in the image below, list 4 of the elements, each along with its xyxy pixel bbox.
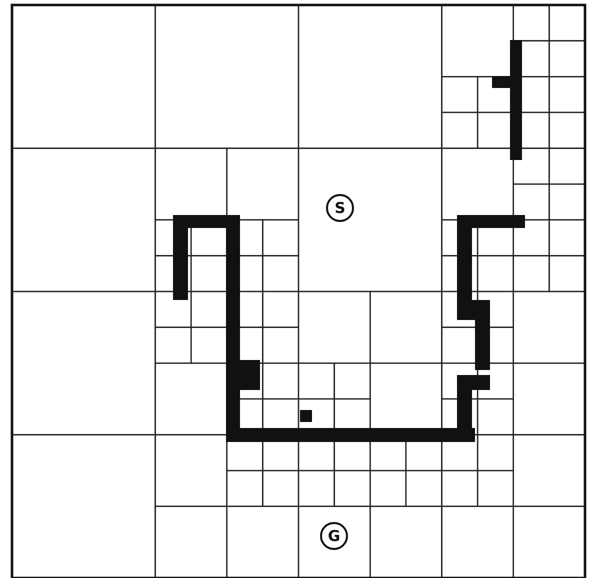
node-circle [326, 194, 354, 222]
node-label: G [328, 528, 340, 544]
node-circle [320, 522, 348, 550]
node-label: S [334, 200, 346, 216]
